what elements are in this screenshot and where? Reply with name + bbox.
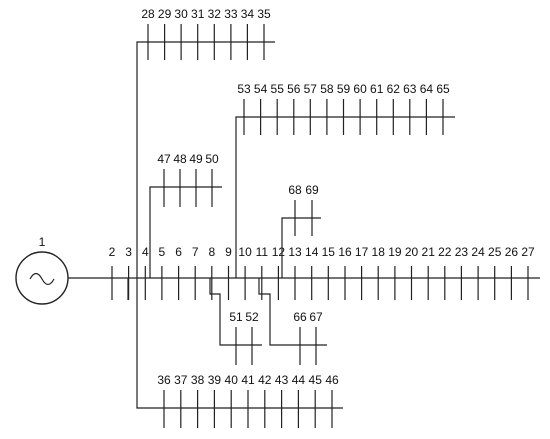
main-feeder-buses bbox=[111, 266, 529, 300]
bus-24-label: 24 bbox=[471, 245, 485, 259]
branch-66-67-line bbox=[258, 278, 327, 346]
bus-46-label: 46 bbox=[325, 373, 339, 387]
branch-47-50-line bbox=[149, 186, 222, 278]
branch-53-65-line bbox=[235, 116, 455, 278]
bus-33-label: 33 bbox=[224, 7, 238, 21]
bus-55-label: 55 bbox=[271, 82, 285, 96]
branch-36-46-line bbox=[127, 278, 343, 409]
bus-21-label: 21 bbox=[422, 245, 436, 259]
bus-15-label: 15 bbox=[322, 245, 336, 259]
bus-11-label: 11 bbox=[256, 245, 269, 259]
bus-18-label: 18 bbox=[372, 245, 386, 259]
bus-8-label: 8 bbox=[208, 245, 215, 259]
bus-31-label: 31 bbox=[191, 7, 205, 21]
bus-58-label: 58 bbox=[320, 82, 334, 96]
sine-wave-icon bbox=[29, 272, 55, 286]
bus-49-label: 49 bbox=[189, 152, 203, 166]
bus-30-label: 30 bbox=[174, 7, 188, 21]
bus-26-label: 26 bbox=[505, 245, 519, 259]
bus-47-label: 47 bbox=[157, 152, 171, 166]
bus-68-label: 68 bbox=[288, 183, 302, 197]
bus-45-label: 45 bbox=[309, 373, 323, 387]
branch-36-46-buses bbox=[163, 390, 333, 428]
bus-54-label: 54 bbox=[254, 82, 268, 96]
bus-69-label: 69 bbox=[305, 183, 319, 197]
bus-39-label: 39 bbox=[208, 373, 222, 387]
bus-19-label: 19 bbox=[388, 245, 402, 259]
bus-20-label: 20 bbox=[405, 245, 419, 259]
branch-28-35-line bbox=[136, 41, 275, 300]
bus-48-label: 48 bbox=[173, 152, 187, 166]
branch-68-69-buses bbox=[294, 200, 313, 236]
branch-28-35-buses bbox=[147, 24, 265, 60]
bus-42-label: 42 bbox=[258, 373, 272, 387]
bus-17-label: 17 bbox=[355, 245, 369, 259]
bus-14-label: 14 bbox=[305, 245, 319, 259]
bus-25-label: 25 bbox=[488, 245, 502, 259]
bus-40-label: 40 bbox=[225, 373, 239, 387]
bus-10-label: 10 bbox=[238, 245, 252, 259]
bus-7-label: 7 bbox=[192, 245, 199, 259]
bus-2-label: 2 bbox=[109, 245, 116, 259]
bus-23-label: 23 bbox=[455, 245, 469, 259]
branch-47-50-buses bbox=[163, 169, 213, 207]
bus-44-label: 44 bbox=[292, 373, 306, 387]
bus-9-label: 9 bbox=[225, 245, 232, 259]
bus-3-label: 3 bbox=[125, 245, 132, 259]
bus-61-label: 61 bbox=[370, 82, 384, 96]
bus-62-label: 62 bbox=[387, 82, 401, 96]
bus-36-label: 36 bbox=[157, 373, 171, 387]
bus-29-label: 29 bbox=[158, 7, 172, 21]
bus-60-label: 60 bbox=[353, 82, 367, 96]
bus-6-label: 6 bbox=[175, 245, 182, 259]
bus-53-label: 53 bbox=[237, 82, 251, 96]
source-label: 1 bbox=[39, 235, 46, 249]
bus-35-label: 35 bbox=[257, 7, 271, 21]
bus-59-label: 59 bbox=[337, 82, 351, 96]
bus-64-label: 64 bbox=[420, 82, 434, 96]
bus-43-label: 43 bbox=[275, 373, 289, 387]
bus-52-label: 52 bbox=[245, 310, 259, 324]
bus-50-label: 50 bbox=[205, 152, 219, 166]
bus-38-label: 38 bbox=[191, 373, 205, 387]
bus-63-label: 63 bbox=[403, 82, 417, 96]
bus-4-label: 4 bbox=[142, 245, 149, 259]
bus-12-label: 12 bbox=[272, 245, 286, 259]
bus-41-label: 41 bbox=[241, 373, 255, 387]
branch-51-52-line bbox=[209, 278, 262, 346]
branch-53-65-buses bbox=[243, 99, 444, 135]
bus-57-label: 57 bbox=[304, 82, 318, 96]
bus-37-label: 37 bbox=[174, 373, 188, 387]
bus-66-label: 66 bbox=[293, 310, 307, 324]
bus-67-label: 67 bbox=[309, 310, 323, 324]
branch-51-52-buses bbox=[235, 327, 253, 365]
bus-34-label: 34 bbox=[241, 7, 255, 21]
bus-5-label: 5 bbox=[159, 245, 166, 259]
branch-68-69-line bbox=[281, 217, 321, 278]
bus-28-label: 28 bbox=[141, 7, 155, 21]
bus-27-label: 27 bbox=[521, 245, 535, 259]
branch-66-67-buses bbox=[299, 327, 317, 365]
bus-22-label: 22 bbox=[438, 245, 452, 259]
ac-source: 1 bbox=[15, 235, 69, 305]
bus-51-label: 51 bbox=[229, 310, 243, 324]
bus-13-label: 13 bbox=[288, 245, 302, 259]
bus-32-label: 32 bbox=[208, 7, 222, 21]
bus-16-label: 16 bbox=[338, 245, 352, 259]
bus-65-label: 65 bbox=[436, 82, 450, 96]
bus-56-label: 56 bbox=[287, 82, 301, 96]
